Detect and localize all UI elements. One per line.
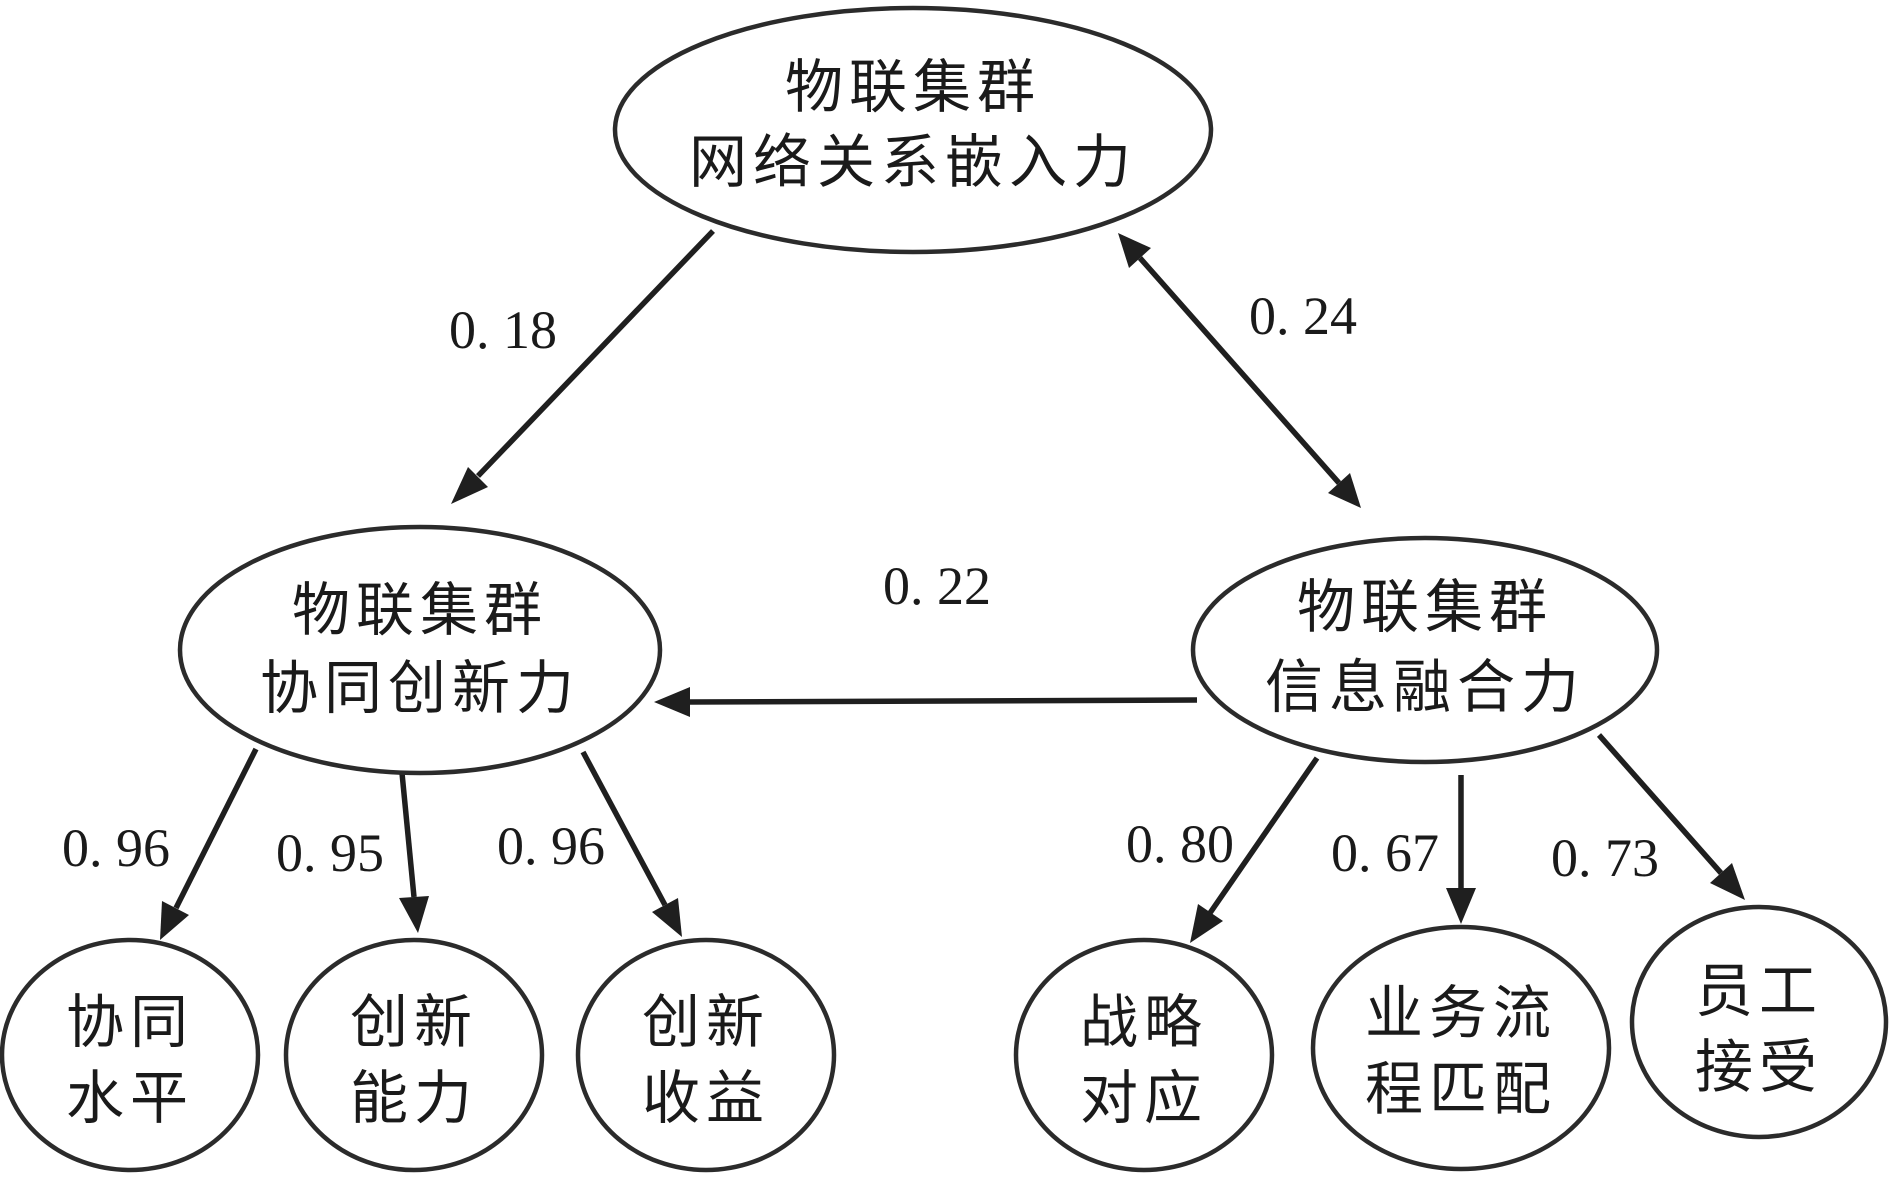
edge-innovation-to-ind2: [399, 772, 429, 933]
edge-fusion-to-ind4: [1190, 756, 1320, 943]
node-ind-innovation-capability-line1: 创新: [350, 988, 478, 1056]
node-info-fusion-line1: 物联集群: [1297, 573, 1553, 641]
edge-label-root-to-innovation: 0. 18: [449, 300, 557, 360]
edge-innovation-to-ind3: [580, 750, 682, 937]
node-ind-strategy-match-line2: 对应: [1080, 1064, 1208, 1132]
node-ind-employee-acceptance: 员工 接受: [1629, 904, 1889, 1140]
node-ind-process-match-line2: 程匹配: [1365, 1055, 1557, 1123]
edge-root-fusion-bidirectional: [1118, 233, 1361, 508]
edge-root-to-innovation: [451, 229, 715, 504]
node-ind-employee-acceptance-line2: 接受: [1695, 1033, 1823, 1101]
node-ind-collab-level-line1: 协同: [66, 988, 194, 1056]
node-info-fusion: 物联集群 信息融合力: [1190, 535, 1660, 765]
edge-label-fusion-to-innovation: 0. 22: [883, 556, 991, 616]
node-network-embedding-line2: 网络关系嵌入力: [689, 128, 1137, 196]
node-collab-innovation-line2: 协同创新力: [260, 654, 580, 722]
node-network-embedding-line1: 物联集群: [785, 53, 1041, 121]
edge-fusion-to-ind5: [1446, 775, 1476, 924]
node-ind-strategy-match: 战略 对应: [1013, 937, 1275, 1173]
node-ind-process-match-line1: 业务流: [1365, 979, 1557, 1047]
node-ind-collab-level: 协同 水平: [0, 937, 261, 1173]
node-collab-innovation-line1: 物联集群: [292, 576, 548, 644]
node-ind-innovation-benefit: 创新 收益: [575, 937, 837, 1173]
edge-label-fusion-to-ind5: 0. 67: [1331, 823, 1439, 883]
node-ind-process-match: 业务流 程匹配: [1310, 924, 1612, 1172]
node-ind-strategy-match-line1: 战略: [1080, 988, 1208, 1056]
node-info-fusion-line2: 信息融合力: [1265, 653, 1585, 721]
node-ind-innovation-capability: 创新 能力: [283, 937, 545, 1173]
edge-fusion-to-ind6: [1596, 733, 1745, 900]
edge-label-innovation-to-ind1: 0. 96: [62, 818, 170, 878]
node-ind-innovation-benefit-line2: 收益: [642, 1064, 770, 1132]
node-network-embedding: 物联集群 网络关系嵌入力: [612, 5, 1214, 255]
edge-label-innovation-to-ind2: 0. 95: [276, 823, 384, 883]
edge-innovation-to-ind1: [160, 747, 259, 940]
edge-label-root-fusion: 0. 24: [1249, 286, 1357, 346]
node-ind-innovation-capability-line2: 能力: [350, 1064, 478, 1132]
node-ind-collab-level-line2: 水平: [66, 1064, 194, 1132]
edge-label-innovation-to-ind3: 0. 96: [497, 816, 605, 876]
node-ind-employee-acceptance-line1: 员工: [1695, 957, 1823, 1025]
edge-fusion-to-innovation: [654, 687, 1198, 717]
node-collab-innovation: 物联集群 协同创新力: [177, 524, 663, 776]
edge-label-fusion-to-ind6: 0. 73: [1551, 828, 1659, 888]
edge-label-fusion-to-ind4: 0. 80: [1126, 814, 1234, 874]
node-ind-innovation-benefit-line1: 创新: [642, 988, 770, 1056]
